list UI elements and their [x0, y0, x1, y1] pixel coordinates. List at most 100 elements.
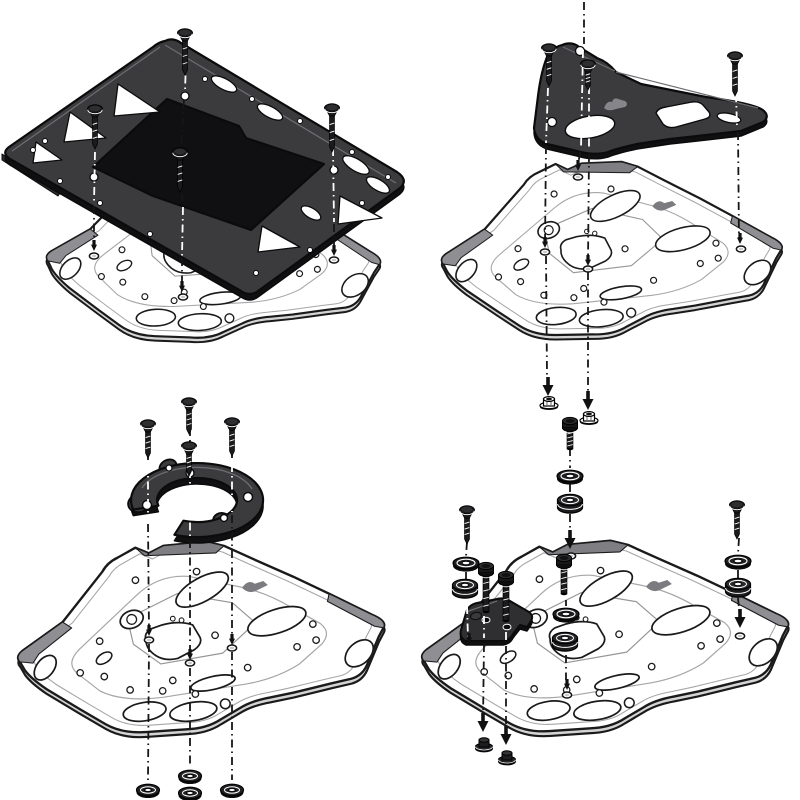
rack-hole: [95, 637, 104, 646]
rack-hole: [224, 313, 235, 324]
screw-tip: [466, 633, 472, 644]
rack-hole: [158, 686, 167, 695]
screw-tip: [179, 281, 185, 292]
direction-arrow: [500, 726, 512, 745]
rack-hole: [169, 615, 176, 622]
rack-hole: [211, 631, 219, 640]
screw-tip: [331, 245, 337, 256]
plate-rivet: [359, 200, 365, 206]
rack-contour-deck: [71, 575, 328, 700]
rack-center-hole: [559, 234, 613, 270]
rack-hole: [582, 616, 589, 623]
cap-nut: [475, 737, 493, 753]
mounting-hole: [328, 256, 340, 264]
rack-hole: [712, 619, 721, 627]
rack-hole: [131, 576, 140, 585]
screw-tip: [737, 233, 743, 244]
mounting-hole: [539, 248, 551, 256]
assembly-axis-line: [466, 605, 469, 639]
rack-cutout: [513, 258, 530, 271]
flange-nut: [539, 396, 559, 410]
plate-cutout-oval: [564, 114, 616, 140]
brand-logo: [646, 579, 672, 592]
screw-tip: [575, 160, 581, 171]
rack-hole: [118, 246, 126, 254]
plate-cutout-triangle: [257, 225, 301, 253]
mounting-hole: [582, 265, 594, 273]
rack-hole: [592, 230, 598, 237]
assembly-axis-line: [482, 643, 485, 721]
assembly-axis-line: [737, 537, 740, 555]
rack-hole: [572, 675, 581, 684]
brand-logo: [242, 580, 268, 593]
assembly-axis-line: [587, 153, 590, 263]
rack-edge-shade-top: [538, 540, 629, 556]
rack-cutout: [247, 605, 307, 637]
rack-edge-shade-right: [326, 593, 385, 629]
direction-arrow: [734, 609, 746, 628]
rack-cutout: [589, 189, 641, 223]
direction-arrow: [542, 377, 554, 396]
countersunk-screw: [541, 43, 557, 87]
rack-hole: [697, 641, 705, 650]
rack-contour-deck: [490, 192, 729, 305]
plate-rivet: [253, 270, 259, 276]
washer: [556, 469, 584, 485]
rack-edge-shade-right: [330, 228, 381, 266]
rack-hole: [607, 185, 615, 193]
rack-hole: [696, 259, 704, 268]
ring-lug-hole: [242, 491, 254, 503]
rack-cutout: [572, 699, 622, 722]
screw-tip: [585, 255, 591, 266]
rack-hole: [580, 284, 588, 293]
rack-hole: [623, 697, 635, 709]
rack-cutout: [455, 258, 478, 283]
rack-edge-shade-right: [730, 215, 783, 251]
rack-hole: [570, 294, 578, 302]
rubber-grommet: [551, 631, 579, 652]
plate-rivet: [42, 138, 48, 144]
rack-top-face: [440, 160, 783, 337]
rack-contour-outer: [30, 547, 372, 727]
plate-slot: [300, 205, 322, 221]
dome-washer: [219, 783, 245, 799]
rack-cutout: [135, 308, 177, 327]
countersunk-screw: [181, 441, 197, 477]
rack-edge-shade-left: [17, 621, 73, 664]
rack-cutout: [437, 653, 462, 680]
direction-arrow: [564, 530, 576, 549]
mounting-hole: [572, 173, 584, 181]
countersunk-screw: [177, 28, 193, 76]
plate-rivet: [30, 147, 36, 153]
mounting-hole: [184, 659, 196, 667]
rack-hole: [100, 672, 109, 681]
screw-tip: [146, 625, 152, 636]
dome-washer: [177, 769, 203, 785]
washer: [552, 607, 580, 623]
assembly-axis-line: [577, 151, 581, 167]
ring-highlight: [141, 466, 253, 490]
ring-lug-hole: [141, 499, 153, 511]
countersunk-screw: [324, 103, 340, 153]
plate-rivet: [202, 76, 208, 82]
mounting-hole: [561, 691, 573, 699]
rack-hole: [199, 302, 207, 311]
rubber-grommet: [724, 577, 752, 598]
countersunk-screw: [172, 147, 188, 193]
assembly-axis-line: [332, 147, 335, 223]
rubber-grommet: [556, 493, 584, 514]
rack-hole: [712, 239, 720, 247]
screw-tip: [542, 237, 548, 248]
rack-hole: [126, 613, 138, 625]
rack-hole: [494, 273, 503, 281]
mounting-hole: [177, 293, 189, 301]
countersunk-screw: [181, 397, 197, 435]
panel-top-right-topcase-adapter: [440, 2, 783, 425]
plate-slot: [716, 112, 742, 124]
plate-cutout-triangle: [113, 83, 161, 117]
adventure-rack-plate: [440, 160, 783, 341]
dome-washer: [177, 786, 203, 800]
rack-contour-outer: [453, 167, 771, 330]
countersunk-screw: [140, 419, 156, 459]
